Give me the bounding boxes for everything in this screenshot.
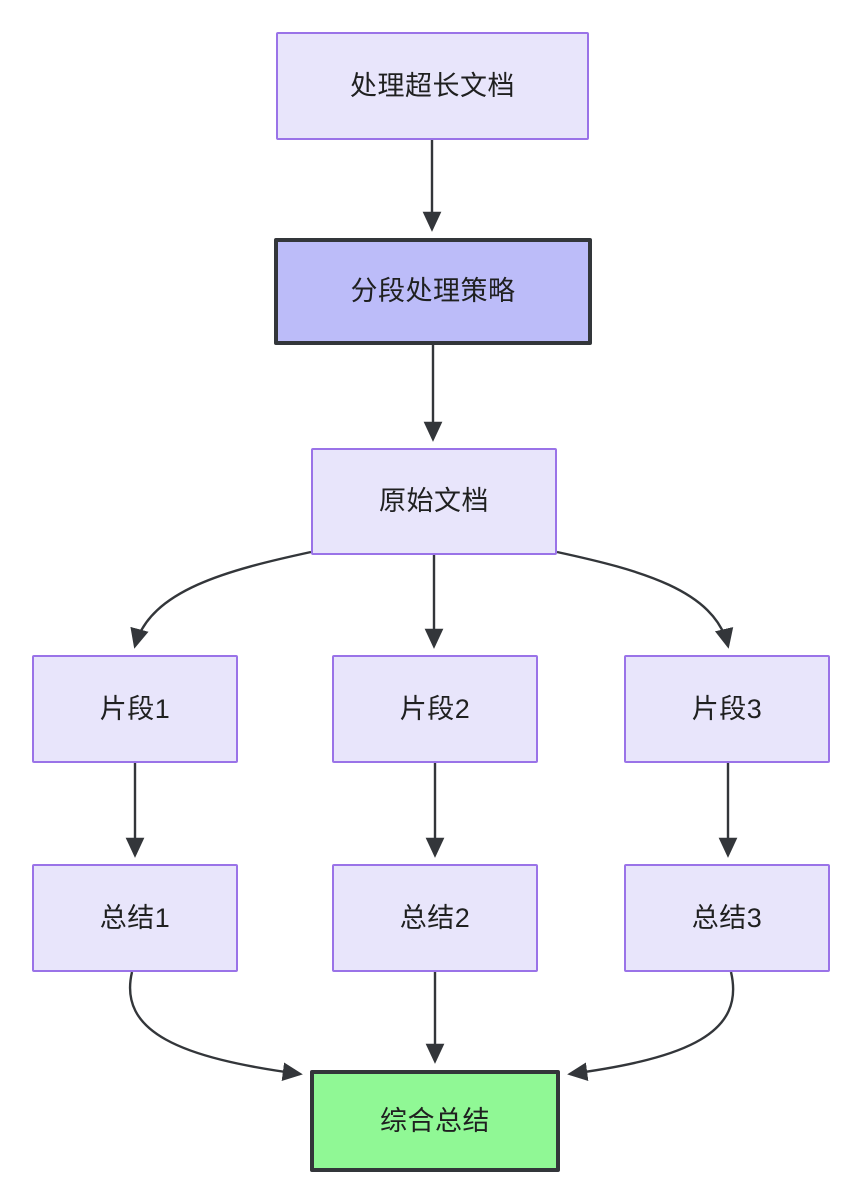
node-process-long-document[interactable]: 处理超长文档 — [276, 32, 589, 140]
node-label: 片段3 — [691, 693, 763, 724]
edge-n3-n6 — [556, 550, 734, 649]
node-label: 分段处理策略 — [350, 276, 516, 307]
node-comprehensive-summary[interactable]: 综合总结 — [310, 1070, 560, 1172]
node-label: 总结2 — [399, 902, 471, 933]
node-original-document[interactable]: 原始文档 — [311, 448, 557, 555]
node-label: 片段1 — [99, 693, 171, 724]
node-label: 综合总结 — [380, 1105, 490, 1136]
edge-n3-n4 — [130, 550, 312, 649]
node-label: 原始文档 — [379, 486, 489, 517]
node-summary-3[interactable]: 总结3 — [624, 864, 830, 972]
node-label: 片段2 — [399, 693, 471, 724]
edge-n7-n10 — [129, 971, 303, 1081]
node-chunking-strategy[interactable]: 分段处理策略 — [274, 238, 592, 345]
node-label: 总结1 — [99, 902, 171, 933]
edge-n9-n10 — [567, 971, 735, 1081]
node-summary-2[interactable]: 总结2 — [332, 864, 538, 972]
node-summary-1[interactable]: 总结1 — [32, 864, 238, 972]
node-fragment-3[interactable]: 片段3 — [624, 655, 830, 763]
node-label: 总结3 — [691, 902, 763, 933]
node-label: 处理超长文档 — [350, 70, 515, 101]
node-fragment-1[interactable]: 片段1 — [32, 655, 238, 763]
node-fragment-2[interactable]: 片段2 — [332, 655, 538, 763]
